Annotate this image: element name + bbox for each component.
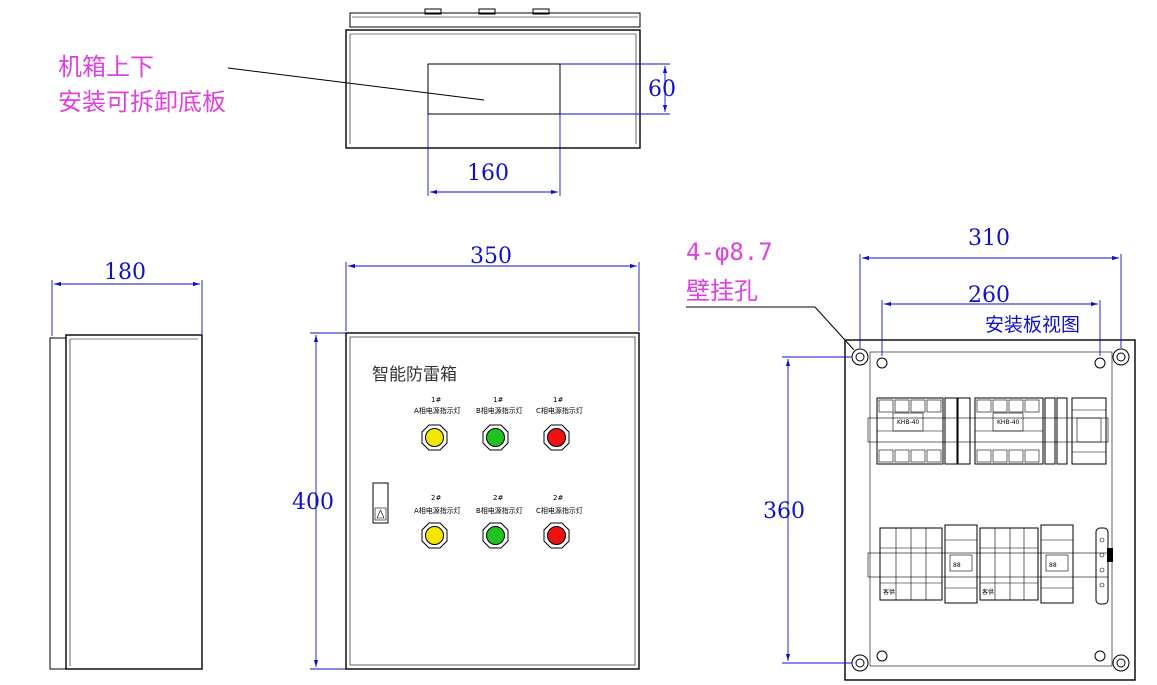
- lamp-1c-num: 1#: [553, 396, 563, 404]
- lamp-1c-label: C相电源指示灯: [536, 406, 583, 415]
- hole-spec-label: 4-φ8.7: [686, 238, 773, 266]
- indicator-lamp-2b: [482, 522, 509, 549]
- lamp-1a-num: 1#: [431, 396, 441, 404]
- annotation-bottom-plate-1: 机箱上下: [58, 53, 154, 81]
- meter-module: [1071, 397, 1107, 465]
- front-view: 智能防雷箱 1# A相电源指示灯 1# B相电源指示灯 1# C相电源指示灯 2…: [292, 244, 640, 670]
- indicator-lamp-2a: [421, 522, 448, 549]
- door-lock-icon: [372, 482, 389, 524]
- indicator-lamp-1b: [482, 424, 509, 451]
- dim-plate-height: 360: [763, 499, 805, 524]
- spd-1-label: 客供: [883, 588, 895, 596]
- breaker-2-label: KHB-40: [997, 419, 1020, 426]
- side-view: 180: [49, 260, 203, 670]
- dim-top-width: 160: [467, 161, 509, 186]
- lamp-2a-label: A相电源指示灯: [414, 506, 461, 515]
- lamp-1a-label: A相电源指示灯: [414, 406, 461, 415]
- wall-hole-icon: [1112, 654, 1130, 672]
- indicator-lamp-1c: [543, 424, 570, 451]
- indicator-lamp-2c: [543, 522, 570, 549]
- counter-1-display: 88: [953, 562, 961, 569]
- counter-module-1: 88: [944, 524, 978, 604]
- annotation-bottom-plate-2: 安装可拆卸底板: [58, 88, 226, 116]
- wall-hole-icon: [851, 348, 869, 366]
- lamp-1b-num: 1#: [493, 396, 503, 404]
- dim-plate-outer-width: 310: [968, 226, 1010, 251]
- lamp-2b-label: B相电源指示灯: [476, 506, 523, 515]
- breaker-1: KHB-40: [876, 397, 944, 465]
- wall-hole-icon: [1112, 348, 1130, 366]
- spd-module-2: 客供: [979, 527, 1039, 601]
- lamp-2a-num: 2#: [431, 494, 441, 502]
- lamp-2c-num: 2#: [553, 494, 563, 502]
- dim-plate-inner-width: 260: [968, 283, 1010, 308]
- spd-2-label: 客供: [982, 588, 994, 596]
- lamp-1b-label: B相电源指示灯: [476, 406, 523, 415]
- counter-2-display: 88: [1049, 562, 1057, 569]
- dim-front-height: 400: [292, 490, 334, 515]
- counter-module-2: 88: [1040, 524, 1074, 604]
- wall-hole-icon: [851, 654, 869, 672]
- top-view: 60 160 机箱上下 安装可拆卸底板: [58, 8, 676, 196]
- dim-side-depth: 180: [104, 260, 146, 285]
- dim-top-height: 60: [648, 77, 676, 102]
- dim-front-width: 350: [470, 244, 512, 269]
- lamp-2c-label: C相电源指示灯: [536, 506, 583, 515]
- lamp-2b-num: 2#: [493, 494, 503, 502]
- breaker-1-label: KHB-40: [897, 419, 920, 426]
- mounting-plate-view: KHB-40 KHB-40: [686, 226, 1136, 681]
- breaker-2: KHB-40: [974, 397, 1044, 465]
- indicator-lamp-1a: [421, 424, 448, 451]
- hole-label: 壁挂孔: [686, 277, 758, 305]
- ground-bar: [1095, 527, 1113, 605]
- panel-title: 智能防雷箱: [372, 365, 457, 385]
- spd-module-1: 客供: [879, 527, 943, 601]
- plate-view-label: 安装板视图: [985, 314, 1080, 336]
